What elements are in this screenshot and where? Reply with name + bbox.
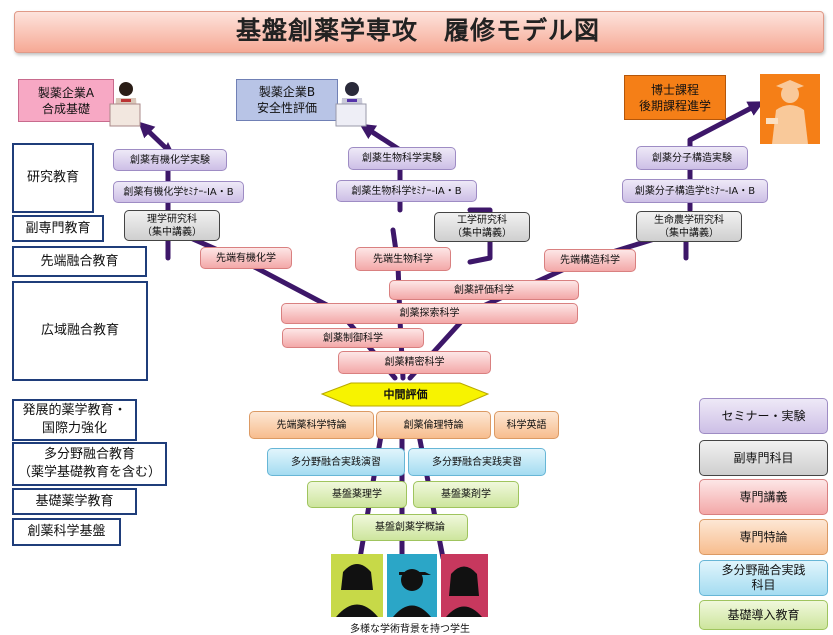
category-advanced-fusion: 先端融合教育 <box>12 246 147 277</box>
path-center-to-b <box>359 123 403 153</box>
course-drug-exploration: 創薬探索科学 <box>281 303 578 324</box>
legend-basic-intro: 基礎導入教育 <box>699 600 828 630</box>
category-broad-fusion-label: 広域融合教育 <box>40 323 119 338</box>
dest-doctoral-label: 博士課程 後期課程進学 <box>638 82 711 113</box>
category-research: 研究教育 <box>12 143 94 213</box>
course-bio-exp: 創薬生物科学実験 <box>348 147 456 170</box>
category-developmental-label: 発展的薬学教育・ 国際力強化 <box>22 403 127 436</box>
course-drug-precision: 創薬精密科学 <box>338 351 491 374</box>
category-basic-pharma: 基礎薬学教育 <box>12 488 137 515</box>
category-sub-major: 副専門教育 <box>12 215 104 242</box>
legend-specialized-lecture: 専門講義 <box>699 479 828 515</box>
course-advanced-structural: 先端構造科学 <box>544 249 636 272</box>
category-research-label: 研究教育 <box>26 170 79 185</box>
midterm-evaluation-label: 中間評価 <box>383 388 428 401</box>
category-broad-fusion: 広域融合教育 <box>12 281 148 381</box>
course-scientific-english: 科学英語 <box>494 411 559 439</box>
course-basic-pharmaceutics: 基盤薬剤学 <box>413 481 519 508</box>
course-organic-seminar: 創薬有機化学ｾﾐﾅｰ-IA・B <box>113 181 244 203</box>
path-right-to-doctor <box>687 101 765 143</box>
course-bio-seminar: 創薬生物科学ｾﾐﾅｰ-IA・B <box>336 180 477 202</box>
legend-multidisciplinary: 多分野融合実践 科目 <box>699 560 828 596</box>
course-ethics-topics: 創薬倫理特論 <box>376 411 491 439</box>
course-advanced-bio: 先端生物科学 <box>355 247 451 271</box>
course-life-agri-grad: 生命農学研究科 （集中講義） <box>636 211 742 242</box>
course-engineering-grad: 工学研究科 （集中講義） <box>434 212 530 242</box>
category-developmental: 発展的薬学教育・ 国際力強化 <box>12 399 137 441</box>
course-molecular-exp: 創薬分子構造実験 <box>636 146 748 170</box>
category-sub-major-label: 副専門教育 <box>25 220 91 236</box>
course-molecular-seminar: 創薬分子構造学ｾﾐﾅｰ-IA・B <box>622 179 768 203</box>
path-left-to-a <box>138 121 171 153</box>
course-advanced-organic: 先端有機化学 <box>200 247 292 269</box>
course-science-grad: 理学研究科 （集中講義） <box>124 210 220 241</box>
course-organic-exp: 創薬有機化学実験 <box>113 149 227 171</box>
category-drug-science-basis-label: 創薬科学基盤 <box>27 524 106 539</box>
title-banner <box>14 11 824 53</box>
course-basic-pharmacology: 基盤薬理学 <box>307 481 407 508</box>
students-caption: 多様な学術背景を持つ学生 <box>350 624 470 635</box>
course-multi-practice: 多分野融合実践実習 <box>408 448 546 476</box>
course-overview: 基盤創薬学概論 <box>352 514 468 541</box>
page-title: 基盤創薬学専攻 履修モデル図 <box>235 16 600 45</box>
category-drug-science-basis: 創薬科学基盤 <box>12 518 121 546</box>
legend-specialized-topics: 専門特論 <box>699 519 828 555</box>
dest-pharma-a: 製薬企業A 合成基礎 <box>18 79 114 122</box>
category-basic-pharma-label: 基礎薬学教育 <box>35 493 114 509</box>
course-advanced-pharma-topics: 先端薬科学特論 <box>249 411 374 439</box>
dest-pharma-a-label: 製薬企業A 合成基礎 <box>37 85 95 116</box>
category-multidisciplinary: 多分野融合教育 （薬学基礎教育を含む） <box>12 442 167 486</box>
dest-doctoral: 博士課程 後期課程進学 <box>624 75 726 120</box>
dest-pharma-b-label: 製薬企業B 安全性評価 <box>256 85 317 115</box>
legend-sub-major: 副専門科目 <box>699 440 828 476</box>
course-drug-control: 創薬制御科学 <box>282 328 424 348</box>
dest-pharma-b: 製薬企業B 安全性評価 <box>236 79 338 121</box>
course-multi-seminar: 多分野融合実践演習 <box>267 448 405 476</box>
legend-seminar-exp: セミナー・実験 <box>699 398 828 434</box>
course-drug-evaluation: 創薬評価科学 <box>389 280 579 300</box>
category-multidisciplinary-label: 多分野融合教育 （薬学基礎教育を含む） <box>17 447 161 480</box>
category-advanced-fusion-label: 先端融合教育 <box>40 253 119 269</box>
